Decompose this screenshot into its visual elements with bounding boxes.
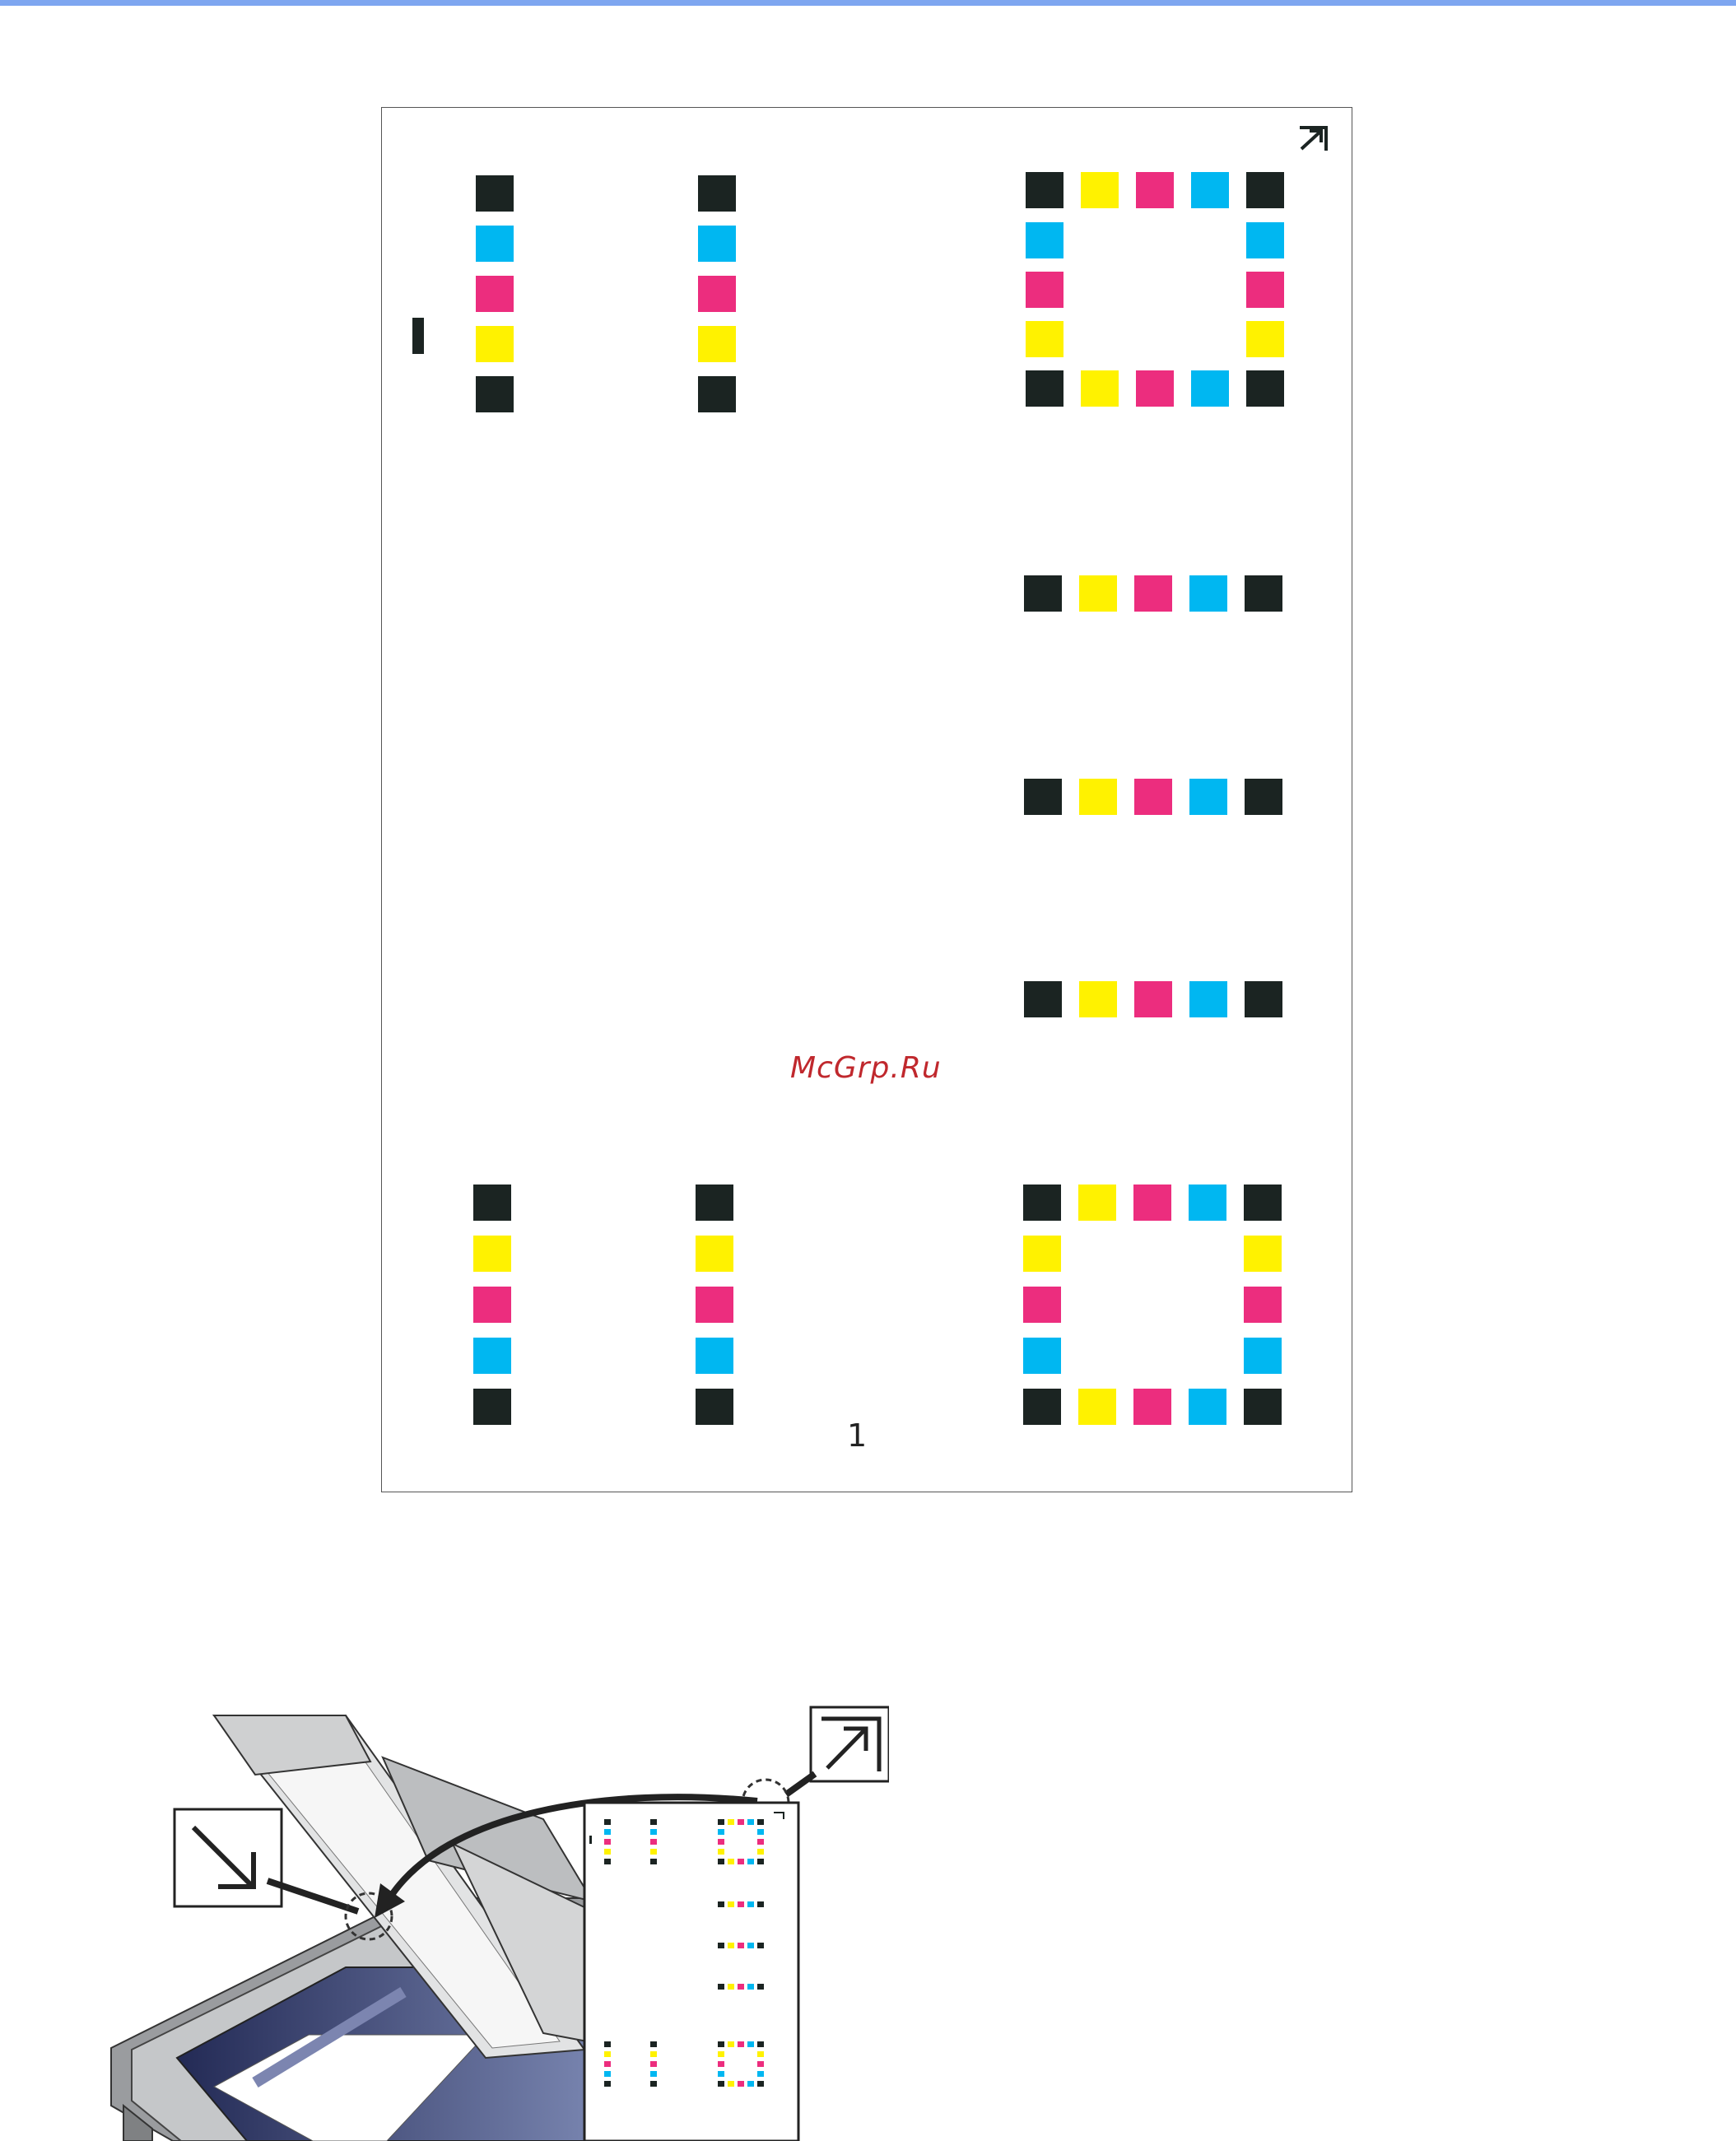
patch-magenta bbox=[1246, 272, 1284, 308]
patch-black bbox=[1245, 981, 1282, 1017]
watermark: McGrp.Ru bbox=[790, 1051, 942, 1085]
patch-black bbox=[476, 376, 514, 412]
arrow-down-right-icon bbox=[175, 1809, 282, 1906]
patch-black bbox=[1024, 575, 1062, 612]
patch-yellow bbox=[1246, 321, 1284, 357]
patch-black bbox=[698, 175, 736, 212]
patch-magenta bbox=[1134, 981, 1172, 1017]
patch-cyan bbox=[1023, 1338, 1061, 1374]
patch-magenta bbox=[1136, 172, 1174, 208]
patch-yellow bbox=[1244, 1236, 1282, 1272]
patch-black bbox=[696, 1185, 733, 1221]
patch-cyan bbox=[1189, 779, 1227, 815]
arrow-up-right-corner-icon bbox=[811, 1707, 889, 1781]
patch-magenta bbox=[473, 1287, 511, 1323]
patch-cyan bbox=[1026, 222, 1063, 258]
patch-yellow bbox=[698, 326, 736, 362]
patch-yellow bbox=[1079, 981, 1117, 1017]
patch-black bbox=[698, 376, 736, 412]
patch-black bbox=[1245, 779, 1282, 815]
patch-cyan bbox=[1191, 172, 1229, 208]
color-registration-chart-sheet: 1 bbox=[381, 107, 1352, 1492]
page-number: 1 bbox=[847, 1417, 867, 1454]
patch-yellow bbox=[1023, 1236, 1061, 1272]
patch-black bbox=[1026, 172, 1063, 208]
patch-magenta bbox=[1134, 575, 1172, 612]
patch-cyan bbox=[1189, 981, 1227, 1017]
patch-magenta bbox=[1136, 370, 1174, 407]
patch-black bbox=[1244, 1389, 1282, 1425]
patch-cyan bbox=[1191, 370, 1229, 407]
patch-cyan bbox=[1246, 222, 1284, 258]
patch-cyan bbox=[1189, 1389, 1226, 1425]
patch-black bbox=[1026, 370, 1063, 407]
patch-cyan bbox=[698, 226, 736, 262]
patch-cyan bbox=[1189, 1185, 1226, 1221]
patch-black bbox=[1023, 1389, 1061, 1425]
patch-magenta bbox=[1133, 1185, 1171, 1221]
patch-yellow bbox=[1081, 370, 1119, 407]
patch-magenta bbox=[696, 1287, 733, 1323]
patch-black bbox=[1246, 172, 1284, 208]
patch-black bbox=[1246, 370, 1284, 407]
patch-cyan bbox=[473, 1338, 511, 1374]
patch-black bbox=[1245, 575, 1282, 612]
patch-yellow bbox=[696, 1236, 733, 1272]
patch-cyan bbox=[696, 1338, 733, 1374]
patch-yellow bbox=[1079, 779, 1117, 815]
patch-black bbox=[696, 1389, 733, 1425]
miniature-chart-sheet bbox=[584, 1803, 798, 2141]
patch-yellow bbox=[1079, 575, 1117, 612]
patch-yellow bbox=[1081, 172, 1119, 208]
patch-black bbox=[473, 1389, 511, 1425]
patch-black bbox=[473, 1185, 511, 1221]
patch-black bbox=[1023, 1185, 1061, 1221]
patch-magenta bbox=[1133, 1389, 1171, 1425]
patch-magenta bbox=[1134, 779, 1172, 815]
top-accent-rule bbox=[0, 0, 1736, 6]
patch-yellow bbox=[473, 1236, 511, 1272]
edge-alignment-mark bbox=[412, 318, 424, 354]
patch-yellow bbox=[1078, 1185, 1116, 1221]
patch-yellow bbox=[1026, 321, 1063, 357]
scanner-placement-illustration bbox=[99, 1696, 889, 2141]
patch-yellow bbox=[476, 326, 514, 362]
patch-black bbox=[1024, 779, 1062, 815]
patch-cyan bbox=[476, 226, 514, 262]
patch-magenta bbox=[1026, 272, 1063, 308]
patch-black bbox=[1244, 1185, 1282, 1221]
arrow-up-right-corner-icon bbox=[1298, 126, 1328, 152]
patch-magenta bbox=[1023, 1287, 1061, 1323]
patch-magenta bbox=[698, 276, 736, 312]
patch-magenta bbox=[1244, 1287, 1282, 1323]
patch-cyan bbox=[1189, 575, 1227, 612]
patch-cyan bbox=[1244, 1338, 1282, 1374]
patch-magenta bbox=[476, 276, 514, 312]
patch-black bbox=[476, 175, 514, 212]
patch-black bbox=[1024, 981, 1062, 1017]
patch-yellow bbox=[1078, 1389, 1116, 1425]
